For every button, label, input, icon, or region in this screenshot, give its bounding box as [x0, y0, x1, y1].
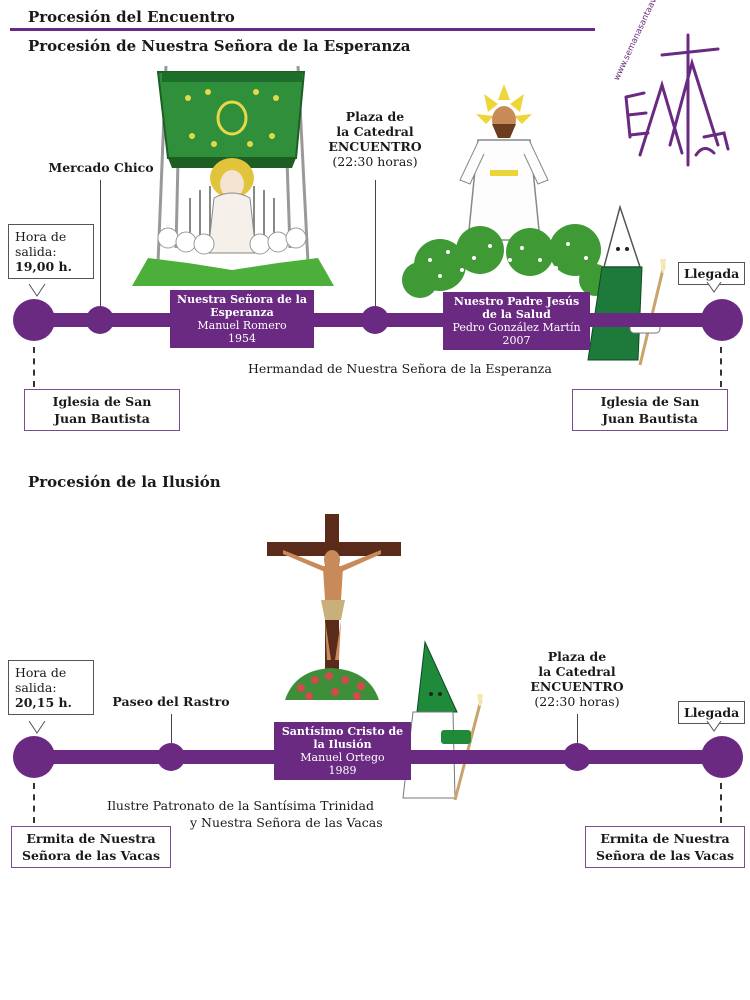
callout-pointer [706, 282, 722, 293]
stop-connector [171, 714, 172, 743]
brotherhood-label-1: Hermandad de Nuestra Señora de la Espera… [248, 361, 552, 376]
brotherhood-label-2b: y Nuestra Señora de las Vacas [190, 815, 383, 830]
end-dashed-connector [720, 347, 722, 387]
brotherhood-label-2a: Ilustre Patronato de la Santísima Trinid… [107, 798, 375, 813]
semana-santa-logo [624, 33, 730, 167]
end-dashed-connector [720, 783, 722, 823]
stop-plaza-catedral-dot-2 [563, 743, 591, 771]
stop-mercado-chico-dot [86, 306, 114, 334]
stop-connector [577, 714, 578, 743]
start-church-1: Iglesia de San Juan Bautista [24, 389, 180, 431]
callout-pointer [28, 721, 46, 734]
stop-mercado-chico-label: Mercado Chico [48, 160, 154, 175]
departure-time-callout-2: Hora de salida: 20,15 h. [8, 660, 94, 715]
departure-time-callout-1: Hora de salida: 19,00 h. [8, 224, 94, 279]
callout-pointer [706, 721, 722, 732]
stop-paseo-rastro-label: Paseo del Rastro [112, 694, 230, 709]
stop-connector [375, 180, 376, 306]
image-card-virgin-esperanza: Nuestra Señora de la Esperanza Manuel Ro… [170, 290, 314, 348]
start-dashed-connector [33, 783, 35, 823]
page-title: Procesión del Encuentro [28, 8, 235, 26]
stop-paseo-rastro-dot [157, 743, 185, 771]
arrival-label-2: Llegada [678, 701, 746, 724]
image-card-cristo-ilusion: Santísimo Cristo de la Ilusión Manuel Or… [274, 722, 411, 780]
image-card-jesus-salud: Nuestro Padre Jesús de la Salud Pedro Go… [443, 292, 590, 350]
start-point-1 [13, 299, 55, 341]
end-church-2: Ermita de Nuestra Señora de las Vacas [585, 826, 745, 868]
stop-plaza-catedral-label: Plaza de la Catedral ENCUENTRO (22:30 ho… [328, 109, 422, 169]
crucifix-illustration [267, 514, 401, 700]
start-church-2: Ermita de Nuestra Señora de las Vacas [11, 826, 171, 868]
start-point-2 [13, 736, 55, 778]
stop-connector [100, 180, 101, 306]
end-point-1 [701, 299, 743, 341]
end-point-2 [701, 736, 743, 778]
start-dashed-connector [33, 347, 35, 387]
header-rule [10, 28, 595, 31]
virgin-paso-illustration [132, 65, 334, 286]
procession-1-title: Procesión de Nuestra Señora de la Espera… [28, 37, 411, 55]
callout-pointer [28, 284, 46, 297]
end-church-1: Iglesia de San Juan Bautista [572, 389, 728, 431]
procession-2-title: Procesión de la Ilusión [28, 473, 221, 491]
stop-plaza-catedral-label-2: Plaza de la Catedral ENCUENTRO (22:30 ho… [530, 649, 624, 709]
stop-plaza-catedral-dot [361, 306, 389, 334]
nazareno-illustration [587, 205, 666, 366]
